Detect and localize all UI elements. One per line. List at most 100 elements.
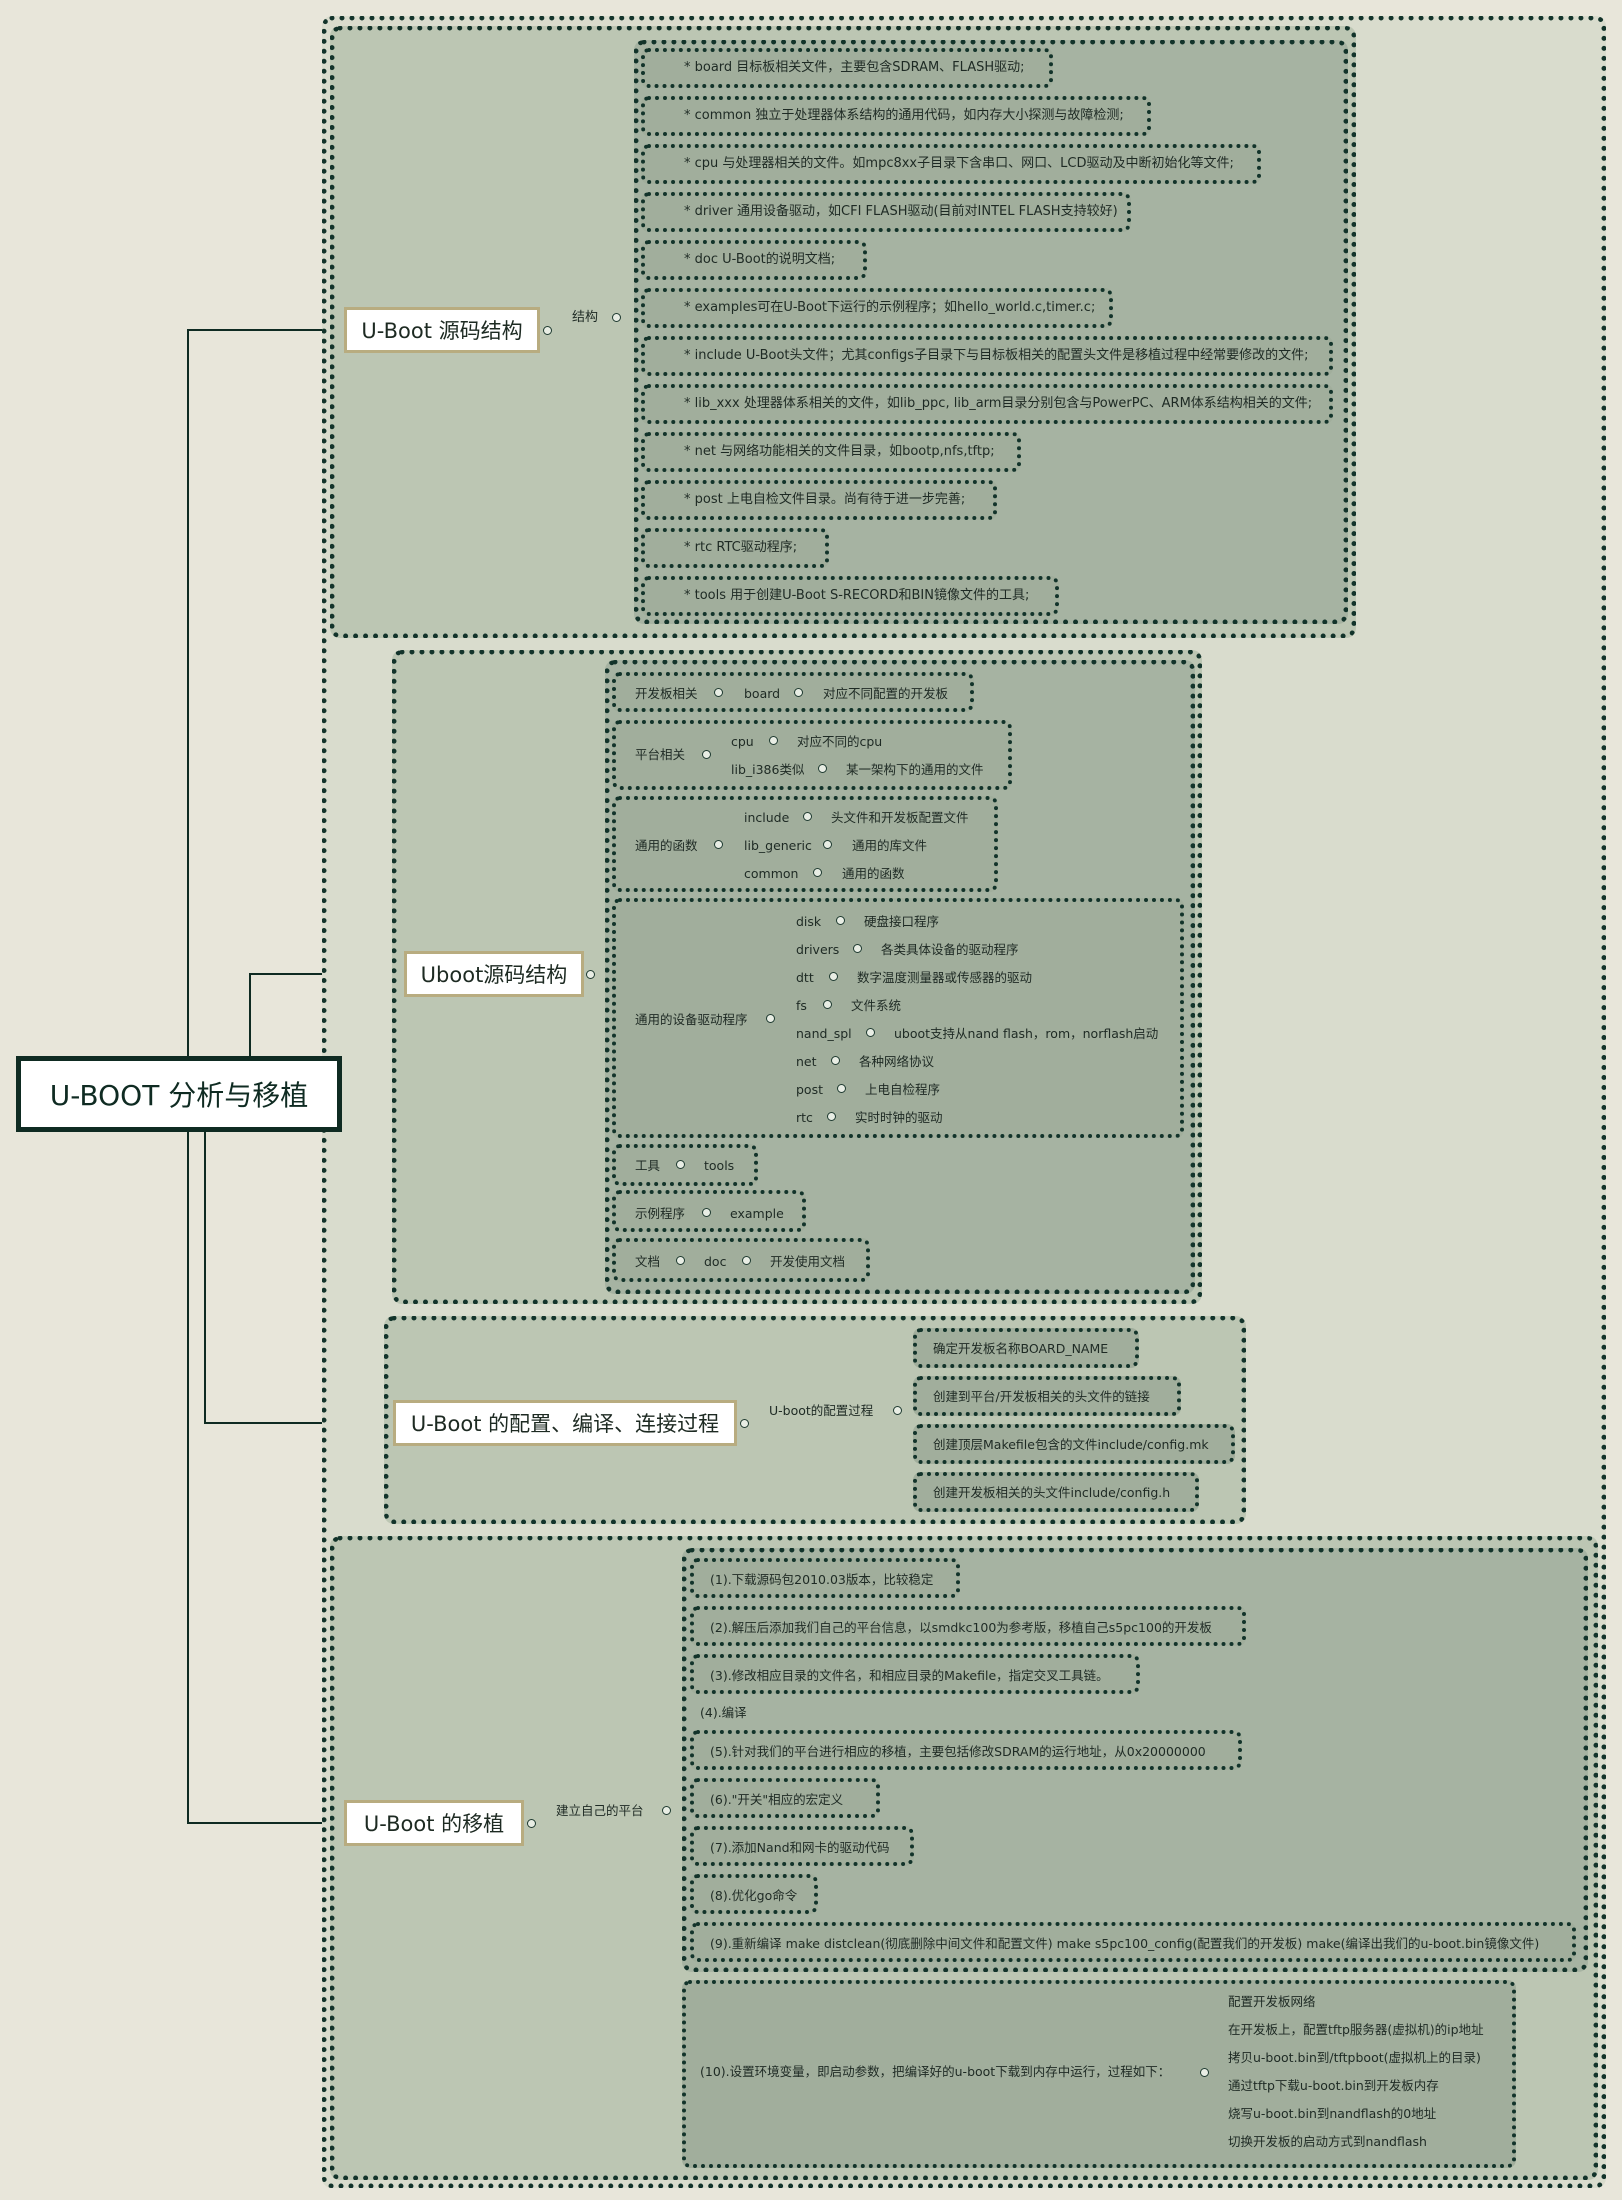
s2-platform-label: 平台相关 [635,747,686,762]
s1-item-3-text: * cpu 与处理器相关的文件。如mpc8xx子目录下含串口、网口、LCD驱动及… [684,156,1234,171]
s1-item-2 [641,96,1151,136]
section4-branch-label: 建立自己的平台 [556,1803,644,1818]
s4-step10-connector [1200,2068,1209,2077]
s1-item-12 [641,576,1059,616]
s2-drivers-desc-7: 上电自检程序 [865,1082,941,1097]
s2-conn-common-1 [803,812,812,821]
s2-drivers-desc-4: 文件系统 [851,998,902,1013]
s1-item-1-text: * board 目标板相关文件，主要包含SDRAM、FLASH驱动; [684,60,1025,75]
s4-step-10-text: (10).设置环境变量，即启动参数，把编译好的u-boot下载到内存中运行，过程… [700,2064,1171,2079]
s2-conn-drv-2 [853,944,862,953]
s1-item-11-text: * rtc RTC驱动程序; [684,540,798,555]
s3-node-connector [740,1419,749,1428]
s2-conn-common [714,840,723,849]
s2-conn-board-1 [714,688,723,697]
s2-drivers-desc-6: 各种网络协议 [859,1054,935,1069]
s1-item-7 [641,336,1333,376]
s2-conn-common-2 [823,840,832,849]
s3-item-1 [913,1328,1139,1368]
s2-common-dir-1: include [744,810,790,825]
s4-step-3-text: (3).修改相应目录的文件名，和相应目录的Makefile，指定交叉工具链。 [710,1668,1109,1683]
s2-drivers-dir-5: nand_spl [796,1026,852,1041]
s2-common-label: 通用的函数 [635,838,698,853]
s1-item-5-text: * doc U-Boot的说明文档; [684,252,836,267]
s2-common-dir-2: lib_generic [744,838,812,853]
s3-item-2-text: 创建到平台/开发板相关的头文件的链接 [933,1389,1150,1404]
s4-step-2 [690,1606,1246,1646]
s1-item-7-text: * include U-Boot头文件；尤其configs子目录下与目标板相关的… [684,348,1309,363]
section1-items-container [634,40,1348,624]
s2-conn-docs-2 [742,1256,751,1265]
s3-item-3-text: 创建顶层Makefile包含的文件include/config.mk [933,1437,1209,1452]
s2-drivers-dir-8: rtc [796,1110,813,1125]
s3-item-2 [913,1376,1181,1416]
s2-conn-tools [676,1160,685,1169]
section1-branch-label: 结构 [572,310,599,325]
s2-drivers-desc-8: 实时时钟的驱动 [855,1110,943,1125]
s2-drivers-dir-1: disk [796,914,822,929]
s2-examples-dir: example [730,1206,784,1221]
s2-conn-platform-2 [818,764,827,773]
s2-drivers-label: 通用的设备驱动程序 [635,1012,748,1027]
s2-conn-platform-1 [769,736,778,745]
s1-item-6-text: * examples可在U-Boot下运行的示例程序；如hello_world.… [684,300,1096,315]
s4-step10-item-6: 切换开发板的启动方式到nandflash [1228,2134,1427,2149]
s1-item-11 [641,528,829,568]
s1-node-connector [543,326,552,335]
section3-branch-label: U-boot的配置过程 [769,1403,874,1418]
s2-board-dir: board [744,686,781,701]
root-to-section4 [187,1132,344,1824]
s2-drivers-dir-3: dtt [796,970,814,985]
s2-common-dir-3: common [744,866,799,881]
s3-item-4-text: 创建开发板相关的头文件include/config.h [933,1485,1171,1500]
s1-item-5 [641,240,867,280]
s1-item-4 [641,192,1131,232]
s3-item-4 [913,1472,1199,1512]
s4-step10-item-1: 配置开发板网络 [1228,1994,1316,2009]
s4-step10-item-5: 烧写u-boot.bin到nandflash的0地址 [1228,2106,1437,2121]
s2-group-docs [612,1238,870,1282]
section1-node[interactable]: U-Boot 源码结构 [344,307,540,353]
root-node[interactable]: U-BOOT 分析与移植 [16,1056,342,1132]
s4-branch-connector [662,1806,671,1815]
s1-item-6 [641,288,1113,328]
s2-conn-common-3 [813,868,822,877]
s2-conn-drivers [766,1014,775,1023]
s2-group-platform [612,720,1012,790]
s2-platform-dir-1: cpu [731,734,754,749]
s2-docs-desc: 开发使用文档 [770,1254,846,1269]
s1-item-8 [641,384,1333,424]
s2-common-desc-3: 通用的函数 [842,866,905,881]
s4-step10-item-2: 在开发板上，配置tftp服务器(虚拟机)的ip地址 [1228,2022,1484,2037]
s2-common-desc-1: 头文件和开发板配置文件 [831,810,969,825]
s2-conn-drv-5 [866,1028,875,1037]
s2-conn-drv-6 [831,1056,840,1065]
s4-step-6-text: (6)."开关"相应的宏定义 [710,1792,844,1807]
s2-group-board [612,672,974,712]
s2-group-tools [612,1144,758,1186]
s4-step-1 [690,1558,960,1598]
s2-conn-drv-4 [823,1000,832,1009]
s1-item-12-text: * tools 用于创建U-Boot S-RECORD和BIN镜像文件的工具; [684,588,1030,603]
s2-drivers-desc-5: uboot支持从nand flash，rom，norflash启动 [894,1026,1159,1041]
s4-step-5-text: (5).针对我们的平台进行相应的移植，主要包括修改SDRAM的运行地址，从0x2… [710,1744,1206,1759]
s2-drivers-dir-2: drivers [796,942,840,957]
s4-step-9-text: (9).重新编译 make distclean(彻底删除中间文件和配置文件) m… [710,1936,1540,1951]
s4-step-1-text: (1).下载源码包2010.03版本，比较稳定 [710,1572,934,1587]
s3-branch-connector [893,1406,902,1415]
s1-item-10-text: * post 上电自检文件目录。尚有待于进一步完善; [684,492,966,507]
s1-item-2-text: * common 独立于处理器体系结构的通用代码，如内存大小探测与故障检测; [684,108,1124,123]
s3-item-1-text: 确定开发板名称BOARD_NAME [933,1341,1109,1356]
s2-common-desc-2: 通用的库文件 [852,838,928,853]
s2-node-connector [586,970,595,979]
s4-step-5 [690,1730,1242,1770]
s2-conn-drv-3 [829,972,838,981]
s3-item-3 [913,1424,1235,1464]
s4-step-10 [682,1980,1516,2168]
s2-tools-label: 工具 [635,1158,661,1173]
section4-node[interactable]: U-Boot 的移植 [344,1800,524,1846]
s2-examples-label: 示例程序 [635,1206,686,1221]
section2-node[interactable]: Uboot源码结构 [404,951,584,997]
section3-node[interactable]: U-Boot 的配置、编译、连接过程 [393,1400,737,1446]
s1-item-4-text: * driver 通用设备驱动，如CFI FLASH驱动(目前对INTEL FL… [684,204,1118,219]
